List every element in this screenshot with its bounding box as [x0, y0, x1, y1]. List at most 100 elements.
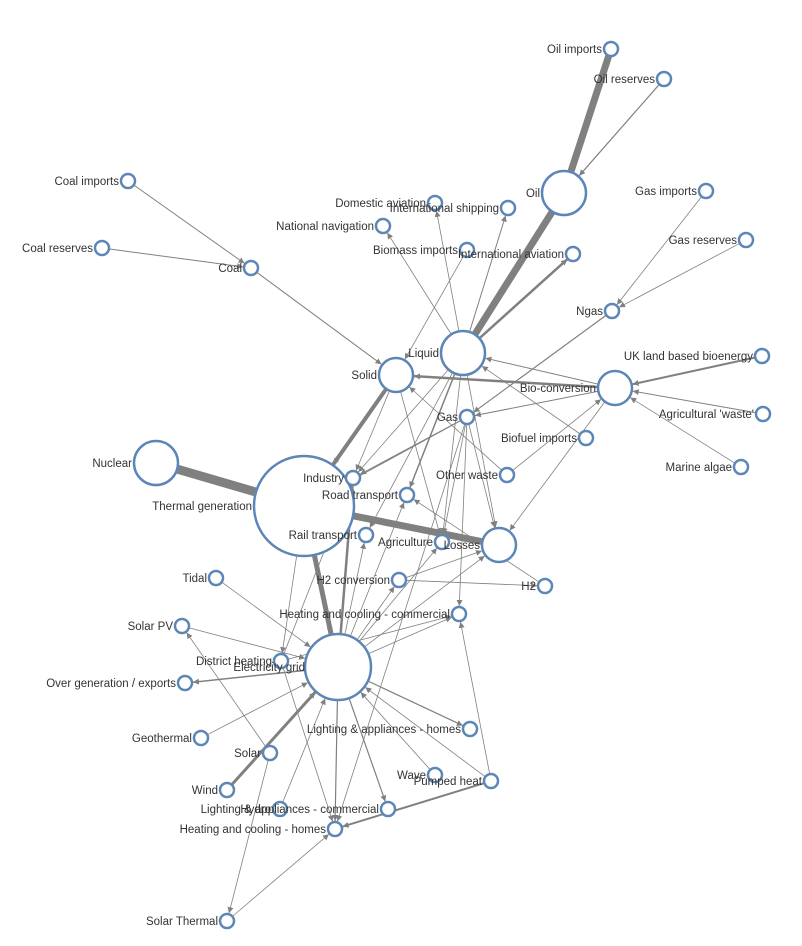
- node-oil[interactable]: Oil: [526, 169, 588, 217]
- node-heating-cooling-commercial[interactable]: Heating and cooling - commercial: [279, 605, 468, 623]
- node-circle[interactable]: [540, 169, 588, 217]
- node-circle[interactable]: [326, 820, 344, 838]
- node-circle[interactable]: [498, 466, 516, 484]
- node-circle[interactable]: [272, 652, 290, 670]
- node-circle[interactable]: [458, 241, 476, 259]
- node-circle[interactable]: [207, 569, 225, 587]
- node-solid[interactable]: Solid: [351, 356, 415, 394]
- node-circle[interactable]: [398, 486, 416, 504]
- node-circle[interactable]: [271, 800, 289, 818]
- node-circle[interactable]: [482, 772, 500, 790]
- link-ngas-to-gas: [473, 314, 607, 413]
- node-international-aviation[interactable]: International aviation: [458, 245, 582, 263]
- node-pumped-heat[interactable]: Pumped heat: [414, 772, 500, 790]
- node-solar-pv[interactable]: Solar PV: [128, 617, 191, 635]
- node-h2[interactable]: H2: [521, 577, 554, 595]
- node-circle[interactable]: [753, 347, 771, 365]
- node-circle[interactable]: [603, 302, 621, 320]
- node-coal[interactable]: Coal: [218, 259, 260, 277]
- node-other-waste[interactable]: Other waste: [436, 466, 516, 484]
- node-gas-reserves[interactable]: Gas reserves: [669, 231, 755, 249]
- node-circle[interactable]: [536, 577, 554, 595]
- node-circle[interactable]: [303, 632, 373, 702]
- node-circle[interactable]: [374, 217, 392, 235]
- node-circle[interactable]: [697, 182, 715, 200]
- node-h2-conversion[interactable]: H2 conversion: [316, 571, 408, 589]
- node-circle[interactable]: [458, 408, 476, 426]
- node-circle[interactable]: [218, 912, 236, 930]
- node-circle[interactable]: [461, 720, 479, 738]
- node-circle[interactable]: [439, 329, 487, 377]
- node-national-navigation[interactable]: National navigation: [276, 217, 392, 235]
- node-oil-reserves[interactable]: Oil reserves: [594, 70, 673, 88]
- node-circle[interactable]: [499, 199, 517, 217]
- node-uk-land-based-bioenergy[interactable]: UK land based bioenergy: [624, 347, 771, 365]
- node-circle[interactable]: [93, 239, 111, 257]
- node-circle[interactable]: [577, 429, 595, 447]
- node-rail-transport[interactable]: Rail transport: [289, 526, 375, 544]
- node-circle[interactable]: [344, 469, 362, 487]
- node-circle[interactable]: [596, 369, 634, 407]
- node-circle[interactable]: [564, 245, 582, 263]
- node-circle[interactable]: [433, 533, 451, 551]
- node-hydro[interactable]: Hydro: [240, 800, 289, 818]
- node-agricultural-waste[interactable]: Agricultural 'waste': [659, 405, 772, 423]
- node-ngas[interactable]: Ngas: [576, 302, 621, 320]
- node-road-transport[interactable]: Road transport: [322, 486, 416, 504]
- node-circle[interactable]: [732, 458, 750, 476]
- node-circle[interactable]: [192, 729, 210, 747]
- node-circle[interactable]: [119, 172, 137, 190]
- node-over-generation-exports[interactable]: Over generation / exports: [46, 674, 194, 692]
- node-coal-imports[interactable]: Coal imports: [54, 172, 137, 190]
- node-bio-conversion[interactable]: Bio-conversion: [520, 369, 634, 407]
- node-label: Solar Thermal: [146, 916, 218, 928]
- node-biofuel-imports[interactable]: Biofuel imports: [501, 429, 595, 447]
- node-geothermal[interactable]: Geothermal: [132, 729, 210, 747]
- node-circle[interactable]: [379, 800, 397, 818]
- node-circle[interactable]: [176, 674, 194, 692]
- node-wind[interactable]: Wind: [192, 781, 236, 799]
- node-industry[interactable]: Industry: [303, 469, 362, 487]
- node-circle[interactable]: [480, 526, 518, 564]
- node-circle[interactable]: [426, 194, 444, 212]
- node-losses[interactable]: Losses: [444, 526, 518, 564]
- node-agriculture[interactable]: Agriculture: [378, 533, 451, 551]
- node-circle[interactable]: [450, 605, 468, 623]
- link-electricity-grid-to-heating-cooling-commercial: [368, 616, 452, 655]
- node-tidal[interactable]: Tidal: [183, 569, 225, 587]
- node-coal-reserves[interactable]: Coal reserves: [22, 239, 111, 257]
- node-oil-imports[interactable]: Oil imports: [547, 40, 620, 58]
- node-circle[interactable]: [602, 40, 620, 58]
- node-electricity-grid[interactable]: Electricity grid: [233, 632, 373, 702]
- node-circle[interactable]: [655, 70, 673, 88]
- node-lighting-appliances-commercial[interactable]: Lighting & appliances - commercial: [201, 800, 397, 818]
- node-circle[interactable]: [252, 454, 356, 558]
- node-circle[interactable]: [173, 617, 191, 635]
- node-domestic-aviation[interactable]: Domestic aviation: [335, 194, 444, 212]
- node-district-heating[interactable]: District heating: [196, 652, 290, 670]
- node-gas-imports[interactable]: Gas imports: [635, 182, 715, 200]
- link-electricity-grid-to-rail-transport: [344, 542, 366, 635]
- node-lighting-appliances-homes[interactable]: Lighting & appliances - homes: [307, 720, 479, 738]
- node-circle[interactable]: [242, 259, 260, 277]
- node-liquid[interactable]: Liquid: [408, 329, 487, 377]
- node-circle[interactable]: [132, 439, 180, 487]
- node-gas[interactable]: Gas: [437, 408, 476, 426]
- node-circle[interactable]: [261, 744, 279, 762]
- node-circle[interactable]: [218, 781, 236, 799]
- node-wave[interactable]: Wave: [397, 766, 444, 784]
- node-circle[interactable]: [390, 571, 408, 589]
- node-circle[interactable]: [426, 766, 444, 784]
- node-solar-thermal[interactable]: Solar Thermal: [146, 912, 236, 930]
- node-circle[interactable]: [377, 356, 415, 394]
- node-thermal-generation[interactable]: Thermal generation: [152, 454, 356, 558]
- node-solar[interactable]: Solar: [234, 744, 279, 762]
- node-circle[interactable]: [357, 526, 375, 544]
- node-international-shipping[interactable]: International shipping: [390, 199, 517, 217]
- node-heating-cooling-homes[interactable]: Heating and cooling - homes: [180, 820, 344, 838]
- node-marine-algae[interactable]: Marine algae: [666, 458, 750, 476]
- node-nuclear[interactable]: Nuclear: [92, 439, 180, 487]
- node-biomass-imports[interactable]: Biomass imports: [373, 241, 476, 259]
- node-circle[interactable]: [754, 405, 772, 423]
- node-circle[interactable]: [737, 231, 755, 249]
